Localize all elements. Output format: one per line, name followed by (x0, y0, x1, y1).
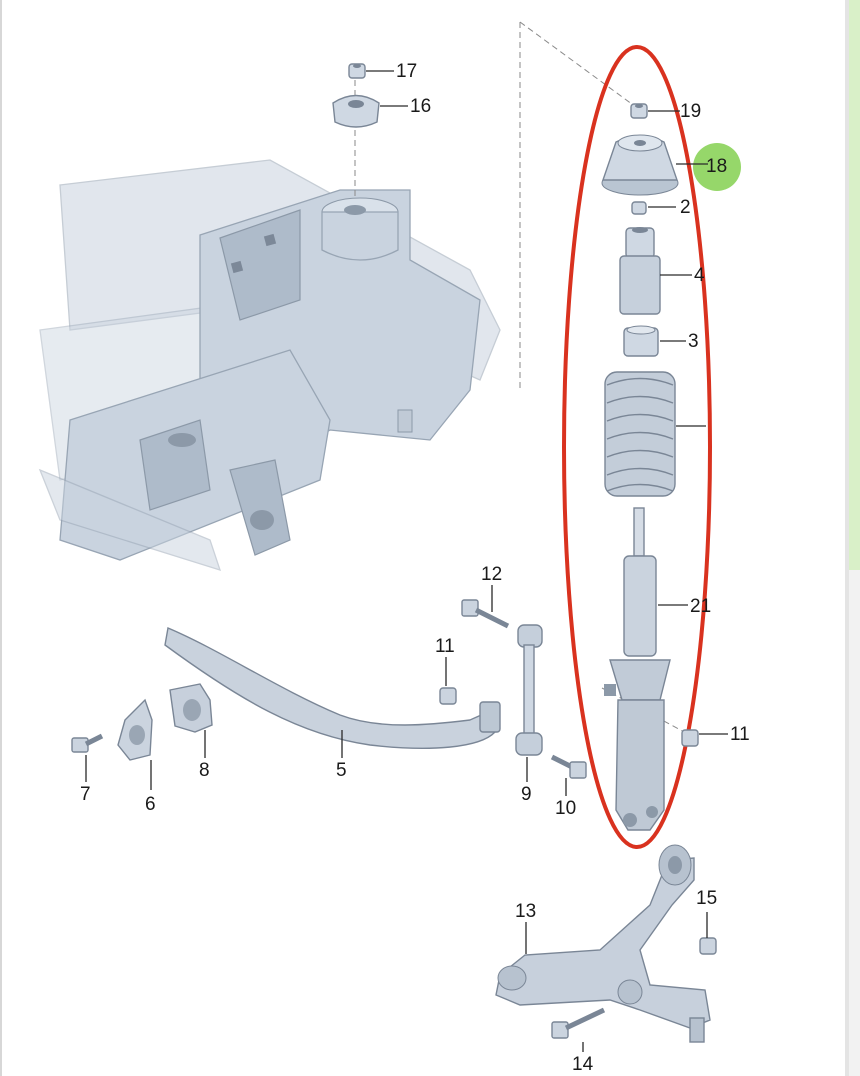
callout-11-right: 11 (730, 724, 750, 745)
part-1-coil-spring (604, 371, 676, 497)
highlight-ring (562, 45, 712, 849)
callout-13: 13 (515, 901, 536, 922)
part-8-bushing (169, 683, 213, 733)
part-14-bolt (551, 1007, 606, 1039)
callout-16: 16 (410, 96, 431, 117)
part-16-mount (332, 94, 380, 128)
callout-6: 6 (145, 794, 156, 815)
callout-10: 10 (555, 798, 576, 819)
part-9-link (515, 624, 543, 756)
part-21-strut (604, 507, 671, 831)
callout-12: 12 (481, 564, 502, 585)
side-bar-grey (849, 570, 860, 1076)
part-15-nut (699, 937, 717, 955)
callout-19: 19 (680, 101, 701, 122)
callout-14: 14 (572, 1054, 594, 1075)
panel-border-left (0, 0, 2, 1076)
part-17-nut (348, 63, 366, 79)
part-13-control-arm (495, 844, 711, 1043)
callout-21: 21 (690, 596, 711, 617)
marker-badge (693, 143, 741, 191)
callout-5: 5 (336, 760, 347, 781)
part-6-clamp (117, 698, 153, 761)
part-4-bump-stop (619, 227, 661, 315)
panel-border-right (845, 0, 849, 1076)
part-12-bolt (461, 599, 510, 629)
part-3-spacer (623, 325, 659, 357)
callout-17: 17 (396, 61, 417, 82)
callout-3: 3 (688, 331, 699, 352)
callout-2: 2 (680, 197, 691, 218)
part-2-washer (631, 201, 647, 215)
part-11-nut-right (681, 729, 699, 747)
part-5-stabilizer-bar (164, 627, 501, 749)
part-10-bolt (550, 754, 587, 779)
callout-11-left: 11 (435, 636, 455, 657)
callout-8: 8 (199, 760, 210, 781)
callout-9: 9 (521, 784, 532, 805)
callout-4: 4 (694, 265, 705, 286)
callouts: 17 16 19 18 2 4 3 21 12 11 11 5 6 7 8 9 … (80, 61, 750, 1075)
side-bar-green (849, 0, 860, 570)
leader-lines (85, 70, 728, 1052)
callout-18: 18 (706, 156, 727, 177)
part-19-nut (630, 103, 648, 119)
subframe (38, 159, 501, 571)
callout-15: 15 (696, 888, 717, 909)
part-11-nut-left (439, 687, 457, 705)
part-7-bolt (71, 733, 104, 753)
part-18-top-mount (601, 134, 679, 196)
callout-7: 7 (80, 784, 91, 805)
